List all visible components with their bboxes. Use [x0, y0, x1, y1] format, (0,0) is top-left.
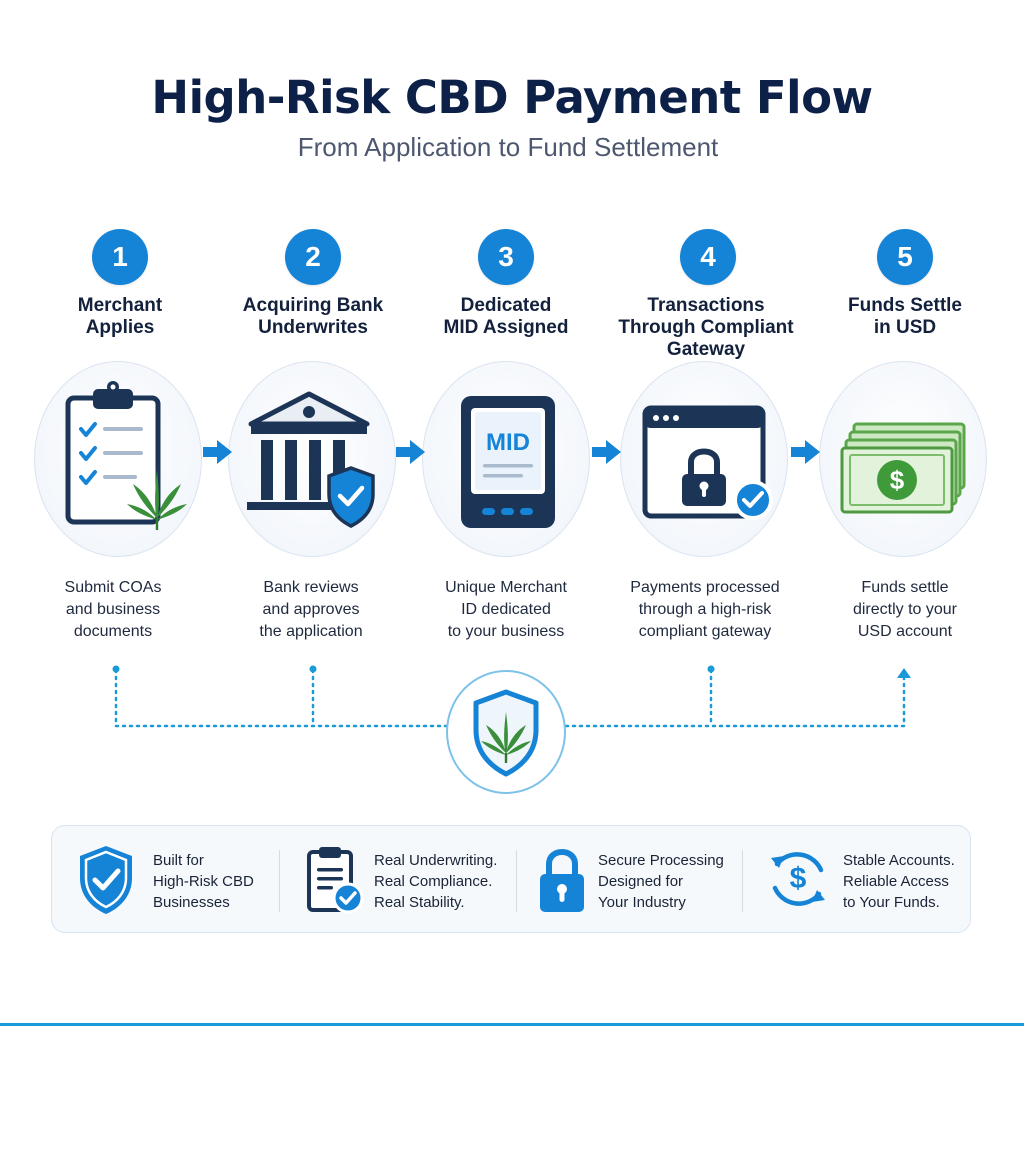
flow-connector-lines	[112, 665, 911, 728]
step-2-icon-circle	[228, 361, 396, 557]
benefit-high-risk: Built for High-Risk CBD Businesses	[52, 826, 280, 932]
step-5-description: Funds settle directly to your USD accoun…	[852, 579, 958, 640]
benefit-text: Secure Processing Designed for Your Indu…	[598, 852, 724, 911]
bank-shield-icon	[247, 391, 375, 528]
clipboard-check-icon	[307, 847, 364, 914]
benefit-text: Real Underwriting. Real Compliance. Real…	[374, 852, 498, 911]
step-2-description: Bank reviews and approves the applicatio…	[259, 579, 363, 640]
step-5-icon-circle: $	[819, 361, 987, 557]
arrow-right-icon	[203, 440, 232, 464]
arrow-right-icon	[396, 440, 425, 464]
step-3-description: Unique Merchant ID dedicated to your bus…	[445, 579, 567, 640]
page-title: High-Risk CBD Payment Flow	[151, 71, 873, 124]
browser-lock-icon	[642, 405, 773, 520]
arrow-right-icon	[592, 440, 621, 464]
step-5-title: Funds Settle in USD	[847, 295, 962, 338]
step-3-number-badge: 3	[478, 229, 534, 285]
step-3-title: Dedicated MID Assigned	[443, 295, 569, 338]
step-1-description: Submit COAs and business documents	[64, 579, 162, 640]
dollar-sign: $	[890, 465, 905, 495]
step-4-icon-circle	[620, 361, 788, 557]
clipboard-checklist-cannabis-icon	[65, 381, 187, 530]
step-4-title: Transactions Through Compliant Gateway	[618, 295, 794, 360]
step-1-number-badge: 1	[92, 229, 148, 285]
step-4-description: Payments processed through a high-risk c…	[630, 579, 780, 640]
benefit-underwriting: Real Underwriting. Real Compliance. Real…	[280, 826, 517, 932]
step-5-number-badge: 5	[877, 229, 933, 285]
bottom-divider-line	[0, 1023, 1024, 1026]
benefit-text: Stable Accounts. Reliable Access to Your…	[843, 852, 955, 911]
divider	[279, 850, 280, 912]
cash-stack-icon: $	[840, 422, 966, 514]
dollar-sign: $	[790, 862, 807, 895]
shield-check-icon	[80, 846, 132, 914]
benefit-text: Built for High-Risk CBD Businesses	[153, 852, 254, 911]
padlock-icon	[540, 849, 584, 912]
step-4-number-badge: 4	[680, 229, 736, 285]
step-2-title: Acquiring Bank Underwrites	[242, 295, 384, 338]
benefits-bar: Built for High-Risk CBD Businesses Real …	[51, 825, 971, 933]
step-3-icon-circle: MID	[422, 361, 590, 557]
mid-label: MID	[486, 429, 530, 456]
arrow-right-icon	[791, 440, 820, 464]
cannabis-shield-icon	[446, 670, 566, 794]
step-1-icon-circle	[34, 361, 202, 557]
benefit-stable-accounts: $ Stable Accounts. Reliable Access to Yo…	[743, 826, 970, 932]
dollar-cycle-icon: $	[771, 852, 825, 906]
mid-terminal-icon: MID	[461, 396, 555, 528]
divider	[742, 850, 743, 912]
page-subtitle: From Application to Fund Settlement	[297, 132, 719, 162]
step-2-number-badge: 2	[285, 229, 341, 285]
benefit-secure-processing: Secure Processing Designed for Your Indu…	[517, 826, 743, 932]
step-1-title: Merchant Applies	[77, 295, 163, 338]
divider	[516, 850, 517, 912]
